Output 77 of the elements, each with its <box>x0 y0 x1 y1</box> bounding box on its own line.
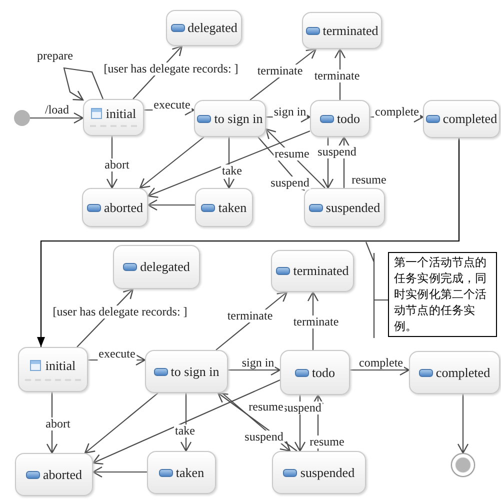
start-dot <box>14 110 30 126</box>
state-name: terminated <box>293 263 349 279</box>
edge-label: suspend <box>270 176 310 190</box>
state-box <box>272 451 366 494</box>
end-dot <box>451 453 475 477</box>
edge-label: resume <box>274 148 310 160</box>
edge-label: complete <box>374 106 420 118</box>
edge-label: take <box>174 424 196 438</box>
arrow <box>457 394 469 454</box>
edge-label: execute <box>98 348 136 360</box>
arrow <box>63 67 104 101</box>
state-box <box>83 99 144 136</box>
arrow <box>139 136 204 189</box>
state-box <box>18 347 88 392</box>
state-box <box>145 350 228 393</box>
arrow <box>84 392 158 454</box>
state-box <box>82 188 148 227</box>
edge-label: sign in <box>240 356 276 370</box>
state-name: taken <box>176 464 204 480</box>
arrow <box>180 393 192 452</box>
edge-label: suspend <box>282 402 322 414</box>
edge-label: sign in <box>272 106 308 118</box>
state-name: aborted <box>104 200 143 216</box>
leader-line <box>365 241 389 339</box>
state-name: initial <box>45 358 76 374</box>
state-name: to sign in <box>170 364 220 380</box>
edge-label: terminate <box>313 70 361 82</box>
state-box <box>304 188 385 227</box>
arrow <box>30 112 84 124</box>
state-box <box>194 100 266 137</box>
state-name: completed <box>436 364 490 380</box>
edge-label: /load <box>44 104 70 116</box>
state-name: suspended <box>300 464 355 480</box>
edge-label: terminate <box>226 310 274 322</box>
state-box <box>113 245 200 289</box>
state-box <box>280 350 350 395</box>
state-name: delegated <box>140 259 190 275</box>
state-box <box>423 100 500 138</box>
state-box <box>15 453 93 496</box>
state-name: todo <box>336 110 360 126</box>
edge-label: terminate <box>292 316 340 328</box>
arrow <box>92 380 280 465</box>
state-name: suspended <box>326 200 380 216</box>
edge-label: abort <box>104 158 130 172</box>
state-box <box>310 100 370 137</box>
state-name: delegated <box>188 20 238 36</box>
edge-label: suspend <box>244 430 284 444</box>
arrow <box>228 364 281 376</box>
arrow <box>37 138 460 347</box>
state-name: todo <box>312 364 336 380</box>
edge-label: take <box>221 164 243 178</box>
edge-label: execute <box>152 98 192 112</box>
edge-label: complete <box>358 356 404 370</box>
arrow <box>147 199 195 211</box>
edge-label: [user has delegate records: ] <box>52 306 188 318</box>
callout-box: 第一个活动节点的任务实例完成，同时实例化第二个活动节点的任务实例。 <box>388 252 497 337</box>
state-name: aborted <box>43 466 82 482</box>
state-box <box>302 12 382 49</box>
arrow <box>92 466 147 478</box>
arrow <box>223 137 235 189</box>
state-box <box>147 451 216 494</box>
arrow <box>147 130 310 198</box>
edge-label: [user has delegate records: ] <box>102 62 240 76</box>
state-name: initial <box>106 106 136 122</box>
arrow <box>350 364 410 376</box>
state-name: terminated <box>322 22 378 38</box>
edge-label: resume <box>308 436 346 448</box>
state-box <box>166 10 242 46</box>
edge-label: suspend <box>316 146 358 158</box>
edge-label: abort <box>44 418 72 430</box>
state-box <box>271 250 354 292</box>
state-box <box>195 188 253 227</box>
state-name: taken <box>218 200 247 216</box>
state-name: completed <box>442 111 498 127</box>
state-box <box>409 351 500 394</box>
state-name: to sign in <box>214 110 263 126</box>
edge-label: terminate <box>256 64 304 78</box>
